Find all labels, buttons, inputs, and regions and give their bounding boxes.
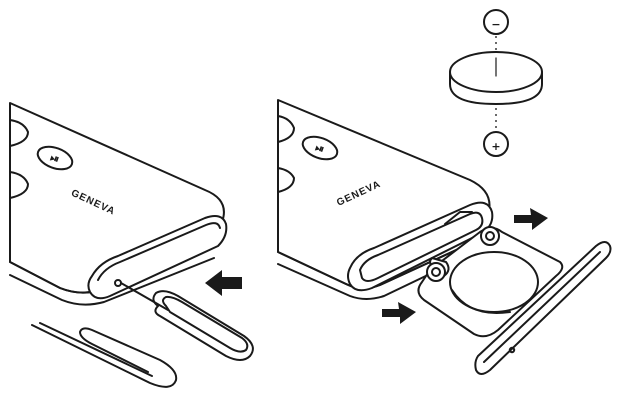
slide-out-arrow-icon <box>382 302 416 324</box>
positive-symbol: + <box>491 140 500 153</box>
remote-button-bottom <box>9 171 29 199</box>
right-panel: ⏯ GENEVA − <box>277 9 612 375</box>
remote-button-bottom <box>277 167 295 193</box>
negative-symbol: − <box>491 18 500 31</box>
coin-cell-battery <box>449 51 543 105</box>
paper-clip <box>31 322 178 388</box>
play-pause-button <box>301 135 339 161</box>
battery-tray <box>417 226 612 375</box>
remote-button-top <box>277 115 295 143</box>
positive-terminal-icon <box>483 131 509 157</box>
tray-hinge-right <box>480 226 500 246</box>
play-pause-symbol: ⏯ <box>48 151 61 166</box>
play-pause-symbol: ⏯ <box>313 141 326 156</box>
insert-arrow-icon <box>205 270 242 296</box>
remote-button-top <box>9 119 29 147</box>
left-panel: ⏯ GENEVA <box>9 102 254 388</box>
negative-terminal-icon <box>483 9 509 35</box>
pull-tray-arrow-icon <box>514 208 548 230</box>
tray-hinge-left <box>426 262 446 282</box>
play-pause-button <box>36 145 74 171</box>
remote-control-left: ⏯ GENEVA <box>9 102 228 306</box>
sim-eject-tool <box>120 282 254 361</box>
battery-in-tray <box>449 251 539 313</box>
